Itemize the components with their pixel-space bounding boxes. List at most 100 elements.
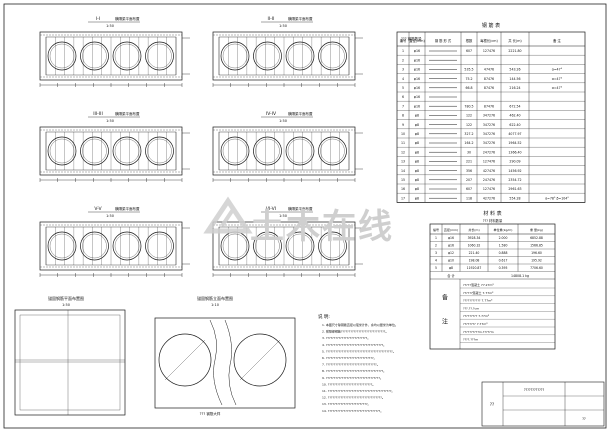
rebar-cell: 87476 bbox=[484, 104, 494, 108]
material-cell: 2.000 bbox=[499, 236, 508, 240]
rebar-cell: 356 bbox=[466, 169, 472, 173]
rebar-header-cell: 编号 bbox=[400, 38, 407, 43]
rebar-cell: 122 bbox=[466, 123, 472, 127]
rebar-cell: φ8 bbox=[415, 169, 419, 173]
material-note: ????.???m bbox=[463, 338, 478, 342]
note-line: 7. ????????????????????????????????。 bbox=[322, 363, 380, 367]
rebar-cell: α=47° bbox=[552, 68, 563, 72]
rebar-cell: φ8 bbox=[415, 114, 419, 118]
rebar-cell: 8 bbox=[402, 114, 404, 118]
notes-label: 备 bbox=[442, 294, 448, 302]
note-line: 13. ?????????????????????????。 bbox=[322, 402, 371, 406]
rebar-cell: φ8 bbox=[415, 178, 419, 182]
rebar-cell: φ16 bbox=[414, 86, 420, 90]
material-note: ???.??.?cm bbox=[463, 306, 479, 310]
notes-label: 注 bbox=[442, 318, 448, 326]
detail-scale: 1:10 bbox=[211, 303, 219, 307]
material-cell: 4 bbox=[435, 259, 437, 263]
rebar-cell: 1 bbox=[402, 49, 404, 53]
rebar-cell: 127476 bbox=[483, 160, 495, 164]
rebar-cell: 87476 bbox=[484, 77, 494, 81]
material-note: ???????? 7.77m³ bbox=[463, 322, 488, 326]
material-note: ????????? 7.77m³ bbox=[463, 314, 490, 318]
rebar-cell: 247476 bbox=[483, 178, 495, 182]
rebar-cell: α=47° bbox=[552, 86, 563, 90]
material-note: ?????混凝土 77.27m³ bbox=[463, 282, 494, 287]
rebar-cell: 13 bbox=[401, 160, 405, 164]
rebar-cell: φ8 bbox=[415, 187, 419, 191]
section-scale: 1:50 bbox=[279, 119, 287, 123]
material-total-value: 14808.1 kg bbox=[511, 274, 529, 278]
section-scale: 1:50 bbox=[106, 214, 114, 218]
rebar-cell: α=47° bbox=[552, 77, 563, 81]
material-cell: 3 bbox=[435, 251, 437, 255]
material-cell: 7706.60 bbox=[530, 266, 543, 270]
section-scale: 1:50 bbox=[279, 214, 287, 218]
rebar-cell: 17 bbox=[401, 196, 405, 200]
section-title: II-II bbox=[268, 16, 275, 22]
rebar-cell: 4 bbox=[402, 77, 404, 81]
rebar-cell: 347276 bbox=[483, 141, 495, 145]
rebar-cell: 47476 bbox=[484, 68, 494, 72]
rebar-header-cell: 直径(mm) bbox=[409, 38, 425, 43]
rebar-table-subtitle: ??? 钢筋数量 bbox=[401, 36, 422, 41]
rebar-cell: φ8 bbox=[415, 132, 419, 136]
detail-title: 锚固钢筋平面布置图 bbox=[48, 295, 84, 301]
rebar-cell: 427276 bbox=[483, 196, 495, 200]
rebar-cell: 3 bbox=[402, 68, 404, 72]
material-cell: φ16 bbox=[448, 244, 454, 248]
rebar-cell: 127476 bbox=[483, 49, 495, 53]
rebar-cell: φ8 bbox=[415, 123, 419, 127]
material-table-title: 材 料 表 bbox=[483, 210, 501, 217]
material-cell: 198.08 bbox=[469, 259, 480, 263]
rebar-header-cell: 共 长(m) bbox=[508, 38, 521, 43]
rebar-cell: 780.5 bbox=[464, 104, 473, 108]
rebar-cell: 7 bbox=[402, 104, 404, 108]
rebar-cell: 87476 bbox=[484, 86, 494, 90]
material-table: 材 料 表??? 材料数量编号直径(mm)共长(m)单位重(kg/m)重 量(k… bbox=[429, 210, 556, 350]
material-table-subtitle: ??? 材料数量 bbox=[483, 218, 503, 223]
section-subtitle: 横隔梁平面布置 bbox=[115, 206, 140, 211]
note-line: 10. ????????????????????????????。 bbox=[322, 382, 375, 386]
rebar-cell: 14 bbox=[401, 169, 405, 173]
rebar-cell: 122 bbox=[466, 114, 472, 118]
general-notes: 说 明:1. 本图尺寸除钢筋直径以毫米计外，余均以厘米为单位。2. 横隔梁钢筋?… bbox=[318, 313, 398, 413]
material-cell: 11920.87 bbox=[467, 266, 482, 270]
rebar-cell: 607 bbox=[466, 49, 472, 53]
drawing-number: ?? bbox=[582, 417, 586, 421]
rebar-cell: 607 bbox=[466, 187, 472, 191]
rebar-cell: φ16 bbox=[414, 104, 420, 108]
sheet-border bbox=[3, 3, 607, 429]
rebar-cell: 164.2 bbox=[464, 141, 473, 145]
rebar-cell: φ8 bbox=[415, 196, 419, 200]
material-header-cell: 共长(m) bbox=[468, 227, 479, 232]
rebar-cell: 554.28 bbox=[509, 196, 520, 200]
material-cell: 1 bbox=[435, 236, 437, 240]
material-note: ??????????? 7.77m³ bbox=[463, 299, 493, 303]
material-header-cell: 编号 bbox=[433, 227, 439, 232]
rebar-cell: φ16 bbox=[414, 68, 420, 72]
rebar-cell: 2354.72 bbox=[508, 178, 521, 182]
detail-title: 锚固钢筋立面布置图 bbox=[197, 295, 233, 301]
rebar-cell: 9 bbox=[402, 123, 404, 127]
rebar-cell: 15 bbox=[401, 178, 405, 182]
detail-scale: 1:50 bbox=[62, 303, 70, 307]
material-cell: φ10 bbox=[448, 259, 454, 263]
rebar-cell: φ8 bbox=[415, 150, 419, 154]
material-cell: φ8 bbox=[449, 266, 453, 270]
note-line: 11. ????????????????????????????????????… bbox=[322, 389, 394, 393]
section-title: V-V bbox=[94, 206, 102, 212]
rebar-cell: 30 bbox=[467, 150, 471, 154]
note-line: 8. ????????????????????????????????????。 bbox=[322, 369, 386, 373]
rebar-cell: 1456.92 bbox=[508, 169, 521, 173]
section-subtitle: 横隔梁平面布置 bbox=[288, 206, 313, 211]
rebar-cell: 216.24 bbox=[509, 86, 520, 90]
rebar-cell: 347276 bbox=[483, 132, 495, 136]
material-cell: 3928.34 bbox=[468, 236, 481, 240]
material-cell: 195.92 bbox=[531, 259, 542, 263]
